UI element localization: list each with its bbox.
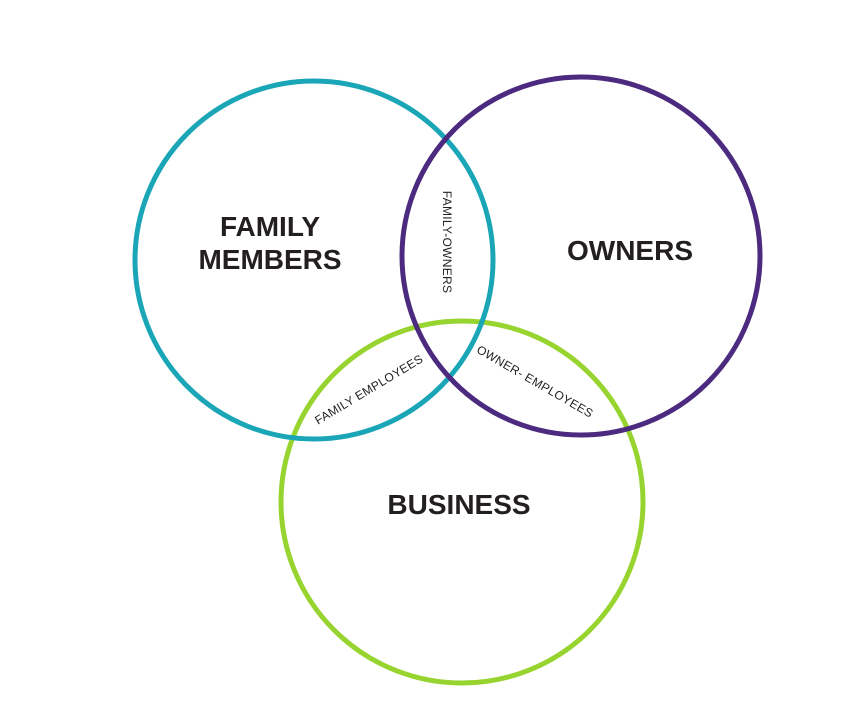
business-label: BUSINESS (387, 489, 530, 520)
family-members-label-line1: FAMILY (220, 211, 320, 242)
family-members-circle (132, 78, 496, 442)
business-circle (278, 318, 646, 686)
owners-circle (399, 74, 763, 438)
family-owners-label: FAMILY-OWNERS (440, 191, 454, 294)
owners-label: OWNERS (567, 235, 693, 266)
family-employees-label: FAMILY EMPLOYEES (312, 352, 425, 428)
family-members-label-line2: MEMBERS (198, 244, 341, 275)
